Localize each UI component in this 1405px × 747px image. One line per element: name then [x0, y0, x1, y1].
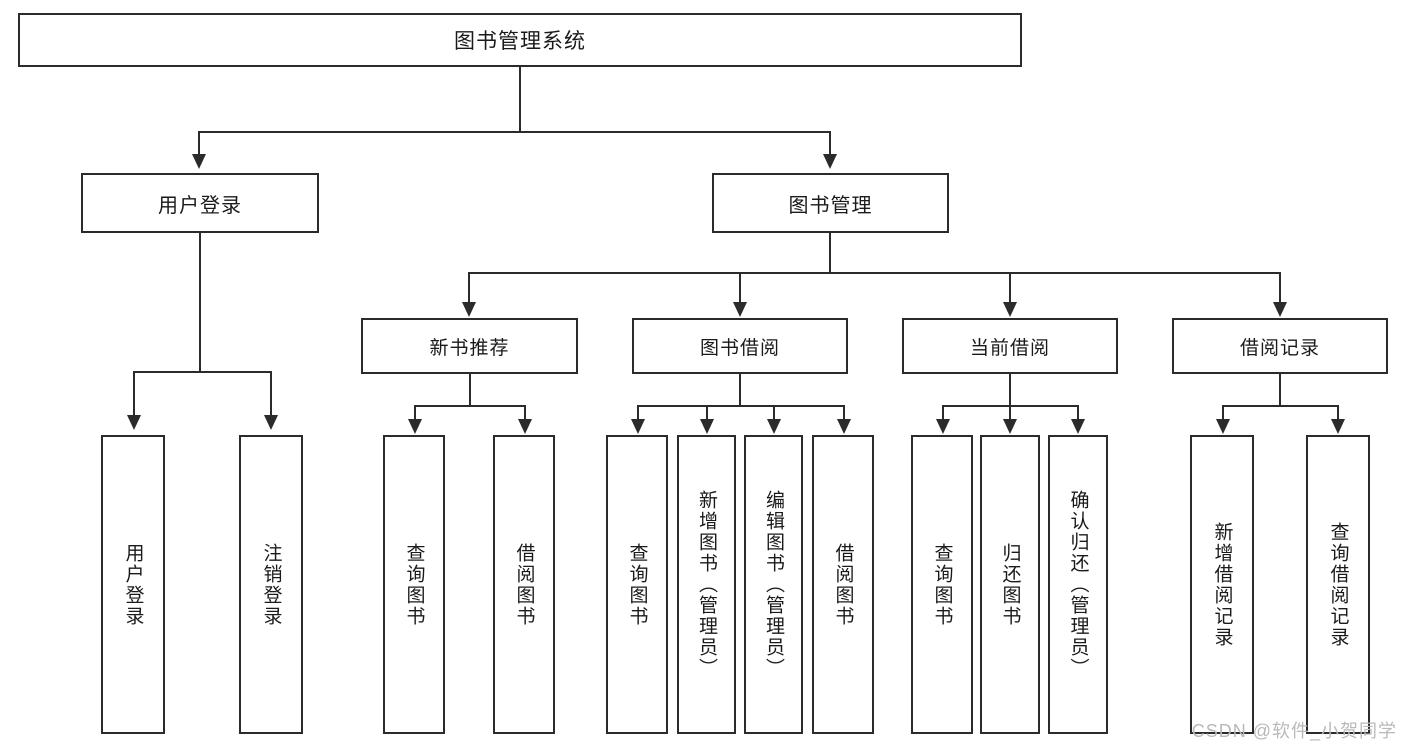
node-label: 借阅图书: [832, 542, 854, 627]
node-label: 注销登录: [260, 542, 282, 627]
edge-bm-to-current-borrow: [1009, 272, 1011, 304]
edge-current-borrow-stem: [1009, 374, 1011, 407]
arrowhead-icon-current-borrow-leaf-3: [1071, 419, 1085, 434]
arrowhead-icon-bm-new-book: [462, 302, 476, 317]
edge-current-borrow-to-leaf-3: [1077, 405, 1079, 421]
leaf-borrow-record-query-record[interactable]: 查询借阅记录: [1306, 435, 1370, 734]
leaf-new-book-borrow-book[interactable]: 借阅图书: [493, 435, 555, 734]
node-label: 借阅记录: [1239, 337, 1320, 359]
arrowhead-icon-new-book-leaf-1: [408, 419, 422, 434]
edge-book-management-stem: [829, 233, 831, 274]
node-label: 当前借阅: [969, 337, 1050, 359]
arrowhead-icon-current-borrow-leaf-2: [1003, 419, 1017, 434]
node-borrow-record[interactable]: 借阅记录: [1172, 318, 1388, 374]
node-label: 查询借阅记录: [1327, 521, 1349, 648]
edge-root-to-book-management: [829, 131, 831, 156]
edge-book-borrow-stem: [739, 374, 741, 407]
edge-borrow-record-to-leaf-2: [1337, 405, 1339, 421]
node-book-borrow[interactable]: 图书借阅: [632, 318, 848, 374]
edge-user-login-to-leaf-1: [133, 371, 135, 417]
edge-bm-to-book-borrow: [739, 272, 741, 304]
edge-bm-to-borrow-record: [1279, 272, 1281, 304]
leaf-book-borrow-query-book[interactable]: 查询图书: [606, 435, 668, 734]
edge-borrow-record-split-bar: [1222, 405, 1339, 407]
leaf-current-borrow-confirm-return-admin[interactable]: 确认归还（管理员）: [1048, 435, 1108, 734]
node-label: 图书借阅: [699, 337, 780, 359]
edge-new-book-stem: [469, 374, 471, 407]
arrowhead-icon-user-login-leaf-1: [127, 415, 141, 430]
arrowhead-icon-book-borrow-leaf-4: [837, 419, 851, 434]
arrowhead-icon-current-borrow-leaf-1: [936, 419, 950, 434]
node-label: 新增图书（管理员）: [696, 490, 718, 679]
node-label: 图书管理: [788, 194, 873, 217]
edge-root-to-user-login: [198, 131, 200, 156]
leaf-book-borrow-borrow-book[interactable]: 借阅图书: [812, 435, 874, 734]
edge-user-login-stem: [199, 233, 201, 373]
edge-book-borrow-to-leaf-4: [843, 405, 845, 421]
arrowhead-icon-book-borrow-leaf-1: [631, 419, 645, 434]
arrowhead-icon-book-borrow-leaf-2: [700, 419, 714, 434]
edge-book-borrow-to-leaf-3: [773, 405, 775, 421]
node-user-login[interactable]: 用户登录: [81, 173, 319, 233]
edge-root-split-bar: [198, 131, 831, 133]
edge-bm-to-new-book: [468, 272, 470, 304]
node-label: 用户登录: [158, 194, 242, 217]
leaf-borrow-record-add-record[interactable]: 新增借阅记录: [1190, 435, 1254, 734]
arrowhead-icon-borrow-record-leaf-2: [1331, 419, 1345, 434]
edge-root-stem: [519, 67, 521, 131]
edge-new-book-to-leaf-1: [414, 405, 416, 421]
node-label: 查询图书: [931, 542, 953, 627]
leaf-current-borrow-return-book[interactable]: 归还图书: [980, 435, 1040, 734]
edge-new-book-to-leaf-2: [524, 405, 526, 421]
node-label: 借阅图书: [513, 542, 535, 627]
edge-book-management-split-bar: [468, 272, 1280, 274]
arrowhead-icon-borrow-record-leaf-1: [1216, 419, 1230, 434]
node-label: 归还图书: [999, 542, 1021, 627]
arrowhead-icon-root-to-book-management: [823, 154, 837, 169]
edge-book-borrow-to-leaf-2: [706, 405, 708, 421]
node-book-management[interactable]: 图书管理: [712, 173, 949, 233]
leaf-book-borrow-add-book-admin[interactable]: 新增图书（管理员）: [677, 435, 736, 734]
arrowhead-icon-root-to-user-login: [192, 154, 206, 169]
node-current-borrow[interactable]: 当前借阅: [902, 318, 1118, 374]
edge-new-book-split-bar: [414, 405, 526, 407]
node-label: 图书管理系统: [454, 30, 586, 53]
leaf-current-borrow-query-book[interactable]: 查询图书: [911, 435, 973, 734]
edge-book-borrow-split-bar: [637, 405, 845, 407]
arrowhead-icon-bm-book-borrow: [733, 302, 747, 317]
edge-borrow-record-to-leaf-1: [1222, 405, 1224, 421]
arrowhead-icon-new-book-leaf-2: [518, 419, 532, 434]
node-label: 查询图书: [403, 542, 425, 627]
edge-borrow-record-stem: [1279, 374, 1281, 407]
node-label: 编辑图书（管理员）: [763, 490, 785, 679]
node-label: 用户登录: [122, 542, 144, 627]
arrowhead-icon-bm-borrow-record: [1273, 302, 1287, 317]
leaf-logout[interactable]: 注销登录: [239, 435, 303, 734]
node-label: 新书推荐: [429, 337, 510, 359]
arrowhead-icon-bm-current-borrow: [1003, 302, 1017, 317]
edge-current-borrow-to-leaf-2: [1009, 405, 1011, 421]
edge-current-borrow-to-leaf-1: [942, 405, 944, 421]
leaf-book-borrow-edit-book-admin[interactable]: 编辑图书（管理员）: [744, 435, 803, 734]
arrowhead-icon-user-login-leaf-2: [264, 415, 278, 430]
edge-user-login-split-bar: [133, 371, 272, 373]
node-root-book-management-system[interactable]: 图书管理系统: [18, 13, 1022, 67]
edge-user-login-to-leaf-2: [270, 371, 272, 417]
leaf-new-book-query-book[interactable]: 查询图书: [383, 435, 445, 734]
node-label: 新增借阅记录: [1211, 521, 1233, 648]
edge-book-borrow-to-leaf-1: [637, 405, 639, 421]
node-label: 查询图书: [626, 542, 648, 627]
node-new-book-recommend[interactable]: 新书推荐: [361, 318, 578, 374]
node-label: 确认归还（管理员）: [1067, 490, 1089, 679]
arrowhead-icon-book-borrow-leaf-3: [767, 419, 781, 434]
leaf-user-login[interactable]: 用户登录: [101, 435, 165, 734]
